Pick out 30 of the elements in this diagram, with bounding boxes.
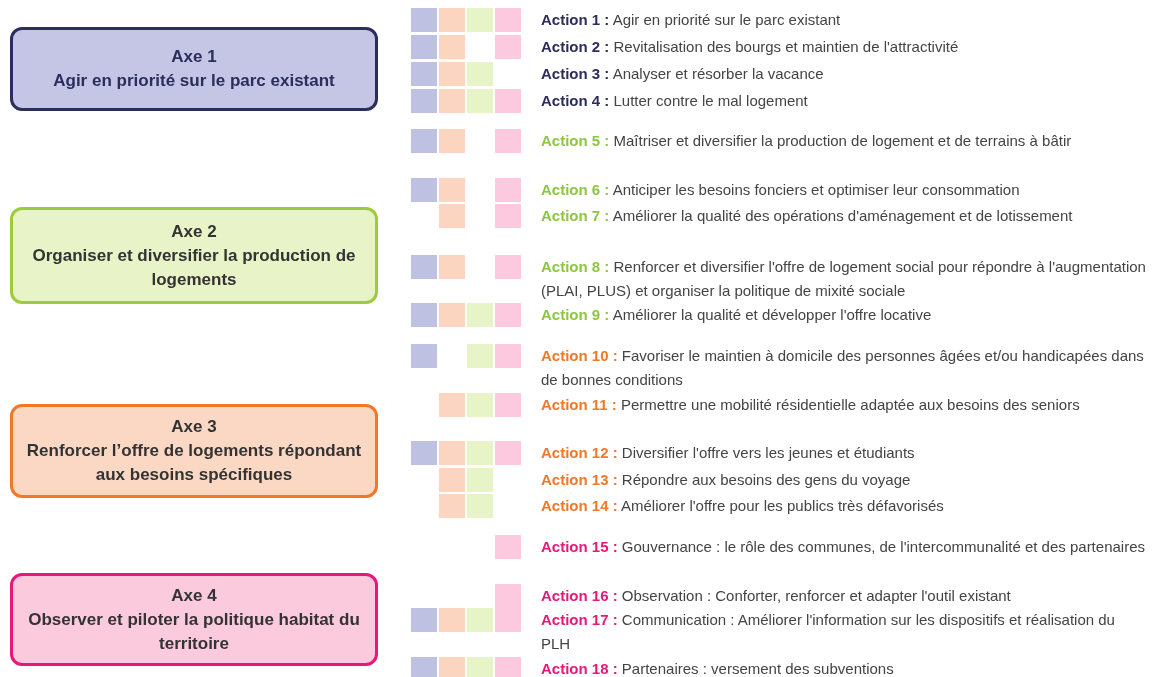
- axis-title: Axe 4: [171, 584, 217, 607]
- action-text: Action 6 : Anticiper les besoins fonciers et optimiser leur consommation: [541, 180, 1021, 200]
- action-text: Action 5 : Maîtriser et diversifier la production de logement et de terrains à bâtir: [541, 131, 1073, 151]
- action-text: Action 3 : Analyser et résorber la vacance: [541, 64, 825, 84]
- action-text: Action 17 : Communication : Améliorer l'information sur les dispositifs et réalisation du PLH: [541, 610, 1116, 654]
- action-text: Action 7 : Améliorer la qualité des opérations d'aménagement et de lotissement: [541, 206, 1074, 226]
- action-text: Action 10 : Favoriser le maintien à domicile des personnes âgées et/ou handicapées dans de bonnes conditions: [541, 346, 1145, 390]
- action-text: Action 14 : Améliorer l'offre pour les publics très défavorisés: [541, 496, 945, 516]
- axis-title: Axe 3: [171, 416, 217, 438]
- action-text: Action 12 : Diversifier l'offre vers les jeunes et étudiants: [541, 443, 916, 463]
- axis-box: [10, 404, 378, 498]
- axis-description: Renforcer l’offre de logements répondant aux besoins spécifiques: [25, 440, 363, 486]
- action-text: Action 15 : Gouvernance : le rôle des communes, de l'intercommunalité et des partenaires: [541, 537, 1146, 557]
- action-text: Action 18 : Partenaires : versement des subventions: [541, 659, 895, 677]
- action-text: Action 1 : Agir en priorité sur le parc existant: [541, 10, 842, 30]
- action-text: Action 13 : Répondre aux besoins des gens du voyage: [541, 470, 912, 490]
- axis-title: Axe 2: [171, 220, 217, 243]
- action-text: Action 9 : Améliorer la qualité et développer l'offre locative: [541, 305, 933, 325]
- axis-box: [10, 27, 378, 111]
- axis-description: Agir en priorité sur le parc existant: [53, 70, 335, 92]
- action-text: Action 16 : Observation : Conforter, renforcer et adapter l'outil existant: [541, 586, 1012, 606]
- action-text: Action 4 : Lutter contre le mal logement: [541, 91, 809, 111]
- axis-box: [10, 207, 378, 304]
- action-text: Action 8 : Renforcer et diversifier l'offre de logement social pour répondre à l'augmentation (PLAI, PLUS) et organiser la politique de mixité sociale: [541, 257, 1147, 301]
- axis-box: [10, 573, 378, 666]
- action-text: Action 2 : Revitalisation des bourgs et maintien de l'attractivité: [541, 37, 960, 57]
- axis-description: Observer et piloter la politique habitat du territoire: [27, 608, 361, 655]
- axis-title: Axe 1: [171, 46, 217, 68]
- action-text: Action 11 : Permettre une mobilité résidentielle adaptée aux besoins des seniors: [541, 395, 1081, 415]
- axis-description: Organiser et diversifier la production de logements: [31, 244, 357, 291]
